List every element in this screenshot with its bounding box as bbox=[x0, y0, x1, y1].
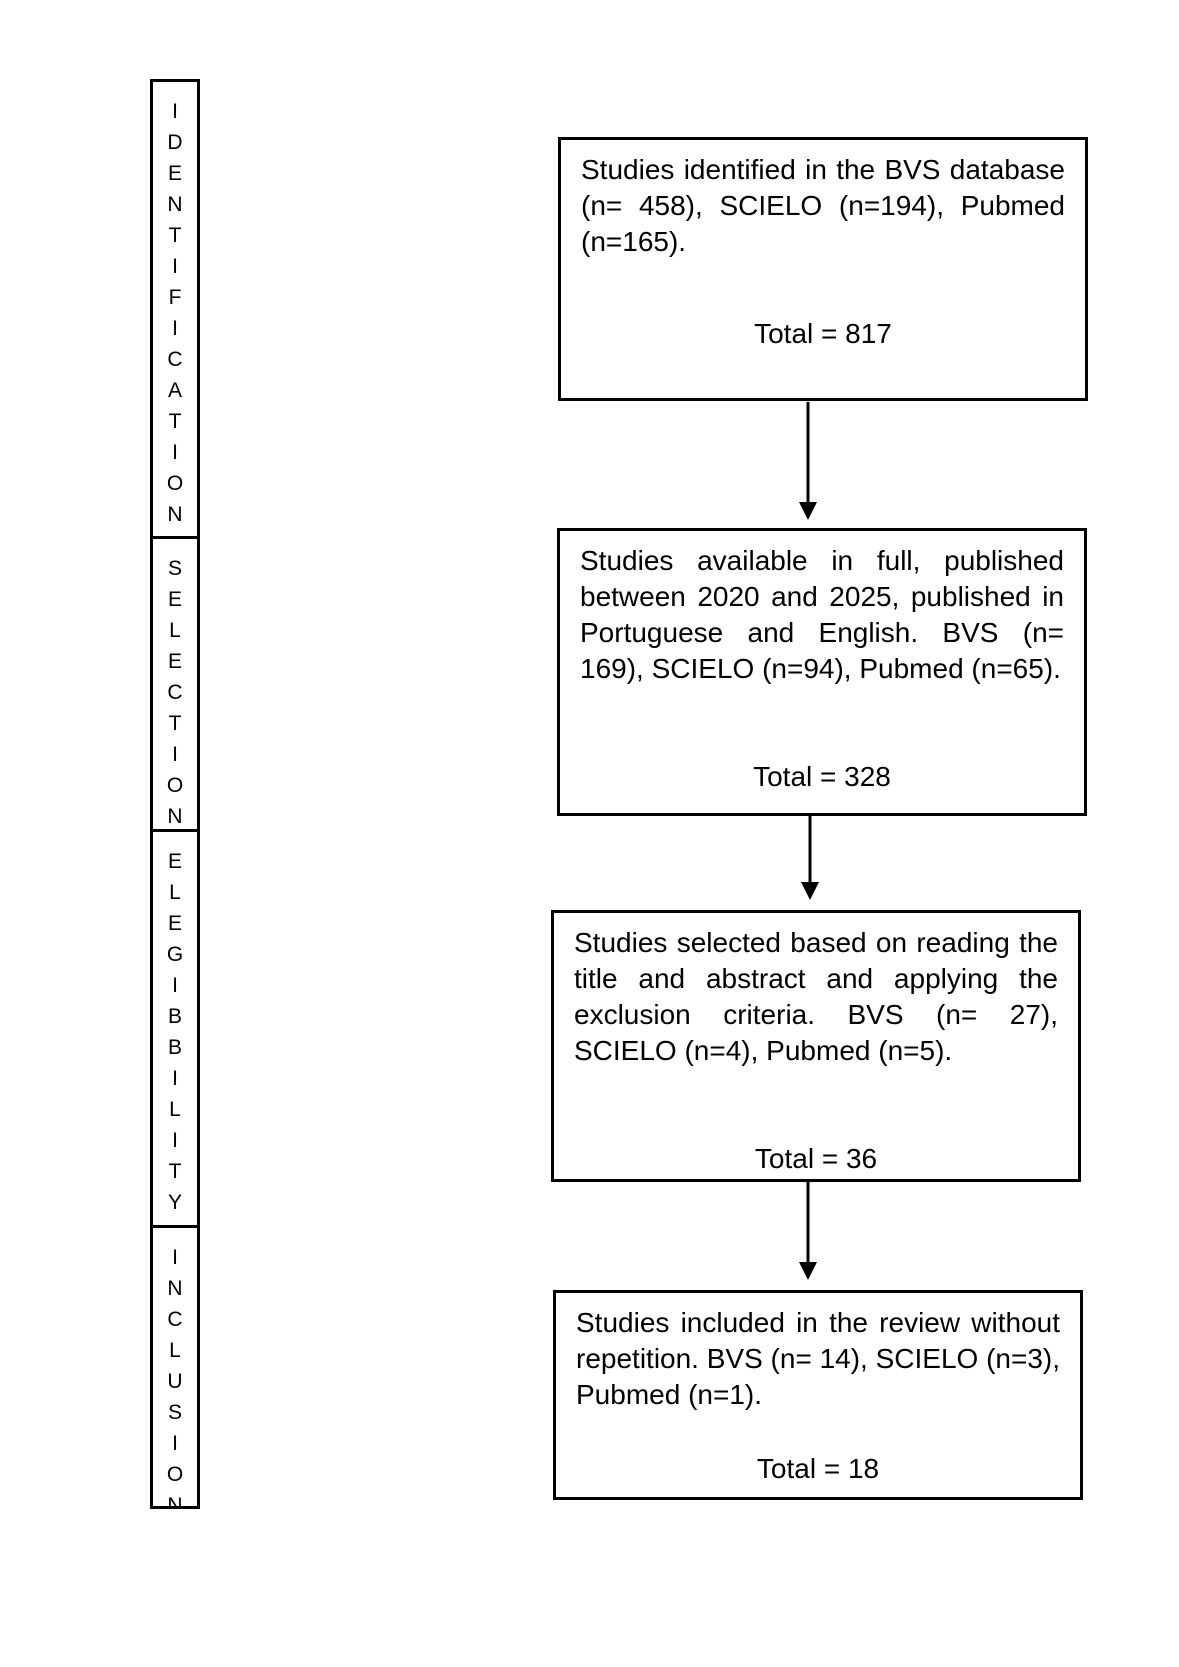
stage-letter: T bbox=[168, 712, 182, 735]
arrow-2 bbox=[801, 816, 819, 900]
inclusion-box: Studies included in the review without r… bbox=[553, 1290, 1083, 1500]
stage-letter: U bbox=[167, 1370, 183, 1393]
stage-letter: I bbox=[172, 1129, 178, 1152]
eligibility-box: Studies selected based on reading the ti… bbox=[551, 910, 1081, 1182]
stage-letter: S bbox=[167, 1401, 182, 1424]
stage-letter: D bbox=[167, 131, 183, 154]
stage-letter: I bbox=[172, 743, 178, 766]
stage-letter: L bbox=[169, 619, 181, 642]
stage-letter: E bbox=[167, 588, 182, 611]
stage-letter: N bbox=[167, 1494, 183, 1509]
stage-letter: C bbox=[167, 348, 183, 371]
stage-letter: F bbox=[168, 286, 182, 309]
stage-letter: C bbox=[167, 1308, 183, 1331]
stage-letter: I bbox=[172, 1246, 178, 1269]
stage-letter: I bbox=[172, 100, 178, 123]
stage-letter: I bbox=[172, 1067, 178, 1090]
box-total: Total = 18 bbox=[756, 1453, 880, 1484]
stage-letter: I bbox=[172, 255, 178, 278]
box-description: Studies available in full, published bet… bbox=[580, 545, 1064, 684]
arrow-head bbox=[799, 502, 817, 520]
stage-letter: G bbox=[166, 943, 184, 966]
box-description: Studies included in the review without r… bbox=[576, 1307, 1061, 1410]
selection-box: Studies available in full, published bet… bbox=[557, 528, 1087, 816]
box-description: Studies identified in the BVS database (… bbox=[581, 154, 1065, 257]
stage-letter: Y bbox=[167, 1191, 182, 1214]
arrow-3 bbox=[799, 1182, 817, 1280]
arrow-1 bbox=[799, 402, 817, 520]
stage-letter: T bbox=[168, 224, 182, 247]
box-total: Total = 328 bbox=[753, 761, 891, 792]
stage-letter: I bbox=[172, 441, 178, 464]
box-description: Studies selected based on reading the ti… bbox=[574, 927, 1058, 1066]
stage-letter: T bbox=[168, 410, 182, 433]
arrow-head bbox=[799, 1262, 817, 1280]
stage-letter: B bbox=[167, 1036, 182, 1059]
stage-letter: I bbox=[172, 1432, 178, 1455]
stage-letter: N bbox=[167, 193, 183, 216]
box-total: Total = 36 bbox=[754, 1143, 878, 1174]
stage-letter: B bbox=[167, 1005, 182, 1028]
stage-letter: O bbox=[166, 472, 184, 495]
box-total: Total = 817 bbox=[754, 318, 892, 349]
stage-letter: I bbox=[172, 974, 178, 997]
stage-letter: A bbox=[167, 379, 182, 402]
stage-letter: C bbox=[167, 681, 183, 704]
identification-box: Studies identified in the BVS database (… bbox=[558, 137, 1088, 401]
stage-letter: L bbox=[169, 881, 181, 904]
stage-letter: E bbox=[167, 650, 182, 673]
stage-letter: E bbox=[167, 912, 182, 935]
stage-letter: O bbox=[166, 774, 184, 797]
stage-letter: E bbox=[167, 162, 182, 185]
stage-letter: N bbox=[167, 805, 183, 828]
stage-letter: T bbox=[168, 1160, 182, 1183]
arrow-head bbox=[801, 882, 819, 900]
stage-letter: E bbox=[167, 850, 182, 873]
stage-letter: N bbox=[167, 1277, 183, 1300]
stage-letter: S bbox=[167, 557, 182, 580]
stage-letter: O bbox=[166, 1463, 184, 1486]
stage-letter: N bbox=[167, 503, 183, 526]
stage-letter: I bbox=[172, 317, 178, 340]
stage-letter: L bbox=[169, 1339, 181, 1362]
stage-letter: L bbox=[169, 1098, 181, 1121]
